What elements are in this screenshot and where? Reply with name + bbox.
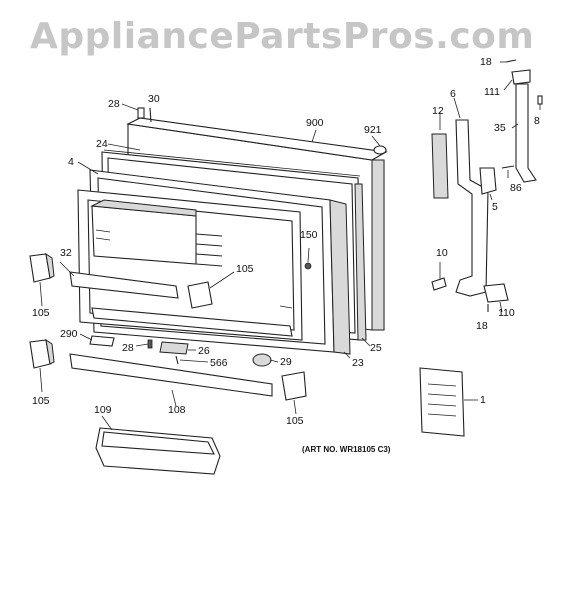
- callout-12: 12: [432, 105, 444, 117]
- callout-105-left-lower: 105: [32, 395, 50, 407]
- callout-105-left-upper: 105: [32, 307, 50, 319]
- callout-105-right-lower: 105: [286, 415, 304, 427]
- callout-109: 109: [94, 404, 112, 416]
- door-inner-liner: [77, 189, 303, 341]
- callout-18-top: 18: [480, 56, 492, 68]
- shelf-bracket-left-upper: [29, 252, 55, 283]
- callout-290: 290: [60, 328, 78, 340]
- callout-921: 921: [364, 124, 382, 136]
- callout-566: 566: [210, 357, 228, 369]
- shelf-bracket-right-upper: [187, 281, 213, 309]
- callout-23: 23: [352, 357, 364, 369]
- plate-26: [159, 341, 189, 355]
- callout-110: 110: [498, 307, 515, 319]
- leader-lines: [39, 61, 541, 431]
- callout-1: 1: [480, 394, 486, 406]
- callout-900: 900: [306, 117, 324, 129]
- screw-150: [304, 262, 312, 270]
- callout-24: 24: [96, 138, 108, 150]
- callout-32: 32: [60, 247, 72, 259]
- callout-28-top: 28: [108, 98, 120, 110]
- callout-105-center: 105: [236, 263, 254, 275]
- callout-30: 30: [148, 93, 160, 105]
- callout-8: 8: [534, 115, 540, 127]
- art-number: (ART NO. WR18105 C3): [302, 445, 391, 454]
- grommet-921: [373, 145, 387, 155]
- shelf-bracket-right-lower: [281, 371, 307, 401]
- handle-assembly: [431, 59, 543, 312]
- manual-1: [419, 367, 465, 437]
- callout-25: 25: [370, 342, 382, 354]
- callout-4: 4: [68, 156, 74, 168]
- shelf-bar-32: [69, 271, 179, 299]
- screw-28-top: [137, 107, 145, 119]
- bin-109: [95, 427, 221, 475]
- roller-29: [252, 353, 272, 367]
- shelf-bracket-left-lower: [29, 338, 55, 369]
- callout-18-bottom: 18: [476, 320, 488, 332]
- callout-29: 29: [280, 356, 292, 368]
- callout-86: 86: [510, 182, 522, 194]
- pad-290: [89, 335, 115, 347]
- shelf-bar-108: [69, 353, 273, 397]
- callout-6: 6: [450, 88, 456, 100]
- callout-28-bottom: 28: [122, 342, 134, 354]
- callout-10: 10: [436, 247, 448, 259]
- callout-35: 35: [494, 122, 506, 134]
- callout-5: 5: [492, 201, 498, 213]
- callout-111: 111: [484, 86, 500, 98]
- callout-26: 26: [198, 345, 210, 357]
- callout-150: 150: [300, 229, 318, 241]
- callout-108: 108: [168, 404, 186, 416]
- watermark: AppliancePartsPros.com: [30, 16, 535, 57]
